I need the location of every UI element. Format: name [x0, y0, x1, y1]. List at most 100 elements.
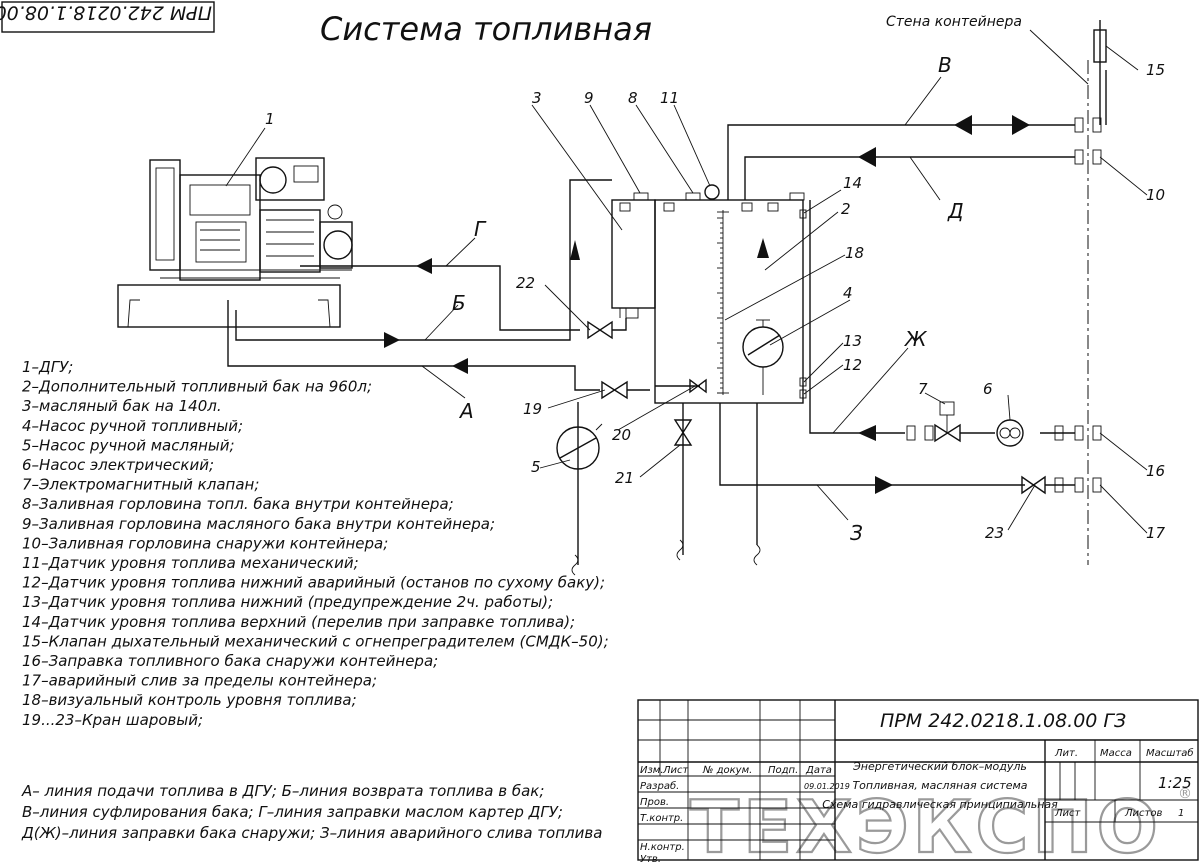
watermark: ТЕХЭКСПО [690, 785, 1162, 863]
legend-item: 15–Клапан дыхательный механический с огн… [22, 632, 609, 650]
legend-item: 2–Дополнительный топливный бак на 960л; [22, 378, 372, 396]
line-letter-d: Д [947, 199, 964, 223]
tb-row-prov: Пров. [640, 797, 669, 808]
legend-item: 14–Датчик уровня топлива верхний (перели… [22, 613, 575, 631]
oil-tank-3 [611, 199, 656, 309]
line-letter-zh: Ж [903, 327, 928, 351]
callout-6: 6 [983, 380, 993, 398]
legend-item: 7–Электромагнитный клапан; [22, 476, 259, 494]
tb-row-razrab: Разраб. [640, 780, 679, 792]
tb-col-sign: Подп. [768, 765, 798, 776]
stamp-code: ПРМ 242.0218.1.08.00 ГЗ [0, 2, 212, 24]
callout-23: 23 [985, 524, 1004, 542]
callout-4: 4 [843, 284, 853, 302]
legend-item: 16–Заправка топливного бака снаружи конт… [22, 652, 438, 670]
tb-mass: Масса [1100, 748, 1132, 759]
legend-item: 18–визуальный контроль уровня топлива; [22, 691, 357, 709]
callout-21: 21 [615, 469, 634, 487]
legend-item: 4–Насос ручной топливный; [22, 417, 243, 435]
line-letter-b: Б [452, 291, 466, 315]
tb-col-docnum: № докум. [702, 765, 752, 776]
fuel-level-sensor-11 [704, 184, 720, 200]
callout-13: 13 [843, 332, 862, 350]
callout-8: 8 [628, 89, 638, 107]
flow-arrows [384, 115, 1030, 494]
tb-doc-type: Схема гидравлическая принципиальная [822, 798, 1058, 811]
tb-row-nkontr: Н.контр. [640, 842, 685, 853]
tb-row-utv: Утв. [640, 854, 661, 863]
line-letters: А Б В Г Д Ж З [452, 53, 964, 545]
tb-system: Топливная, масляная система [852, 779, 1027, 792]
line-legend-item: А– линия подачи топлива в ДГУ; Б–линия в… [21, 782, 544, 800]
line-letter-z: З [850, 521, 863, 545]
line-legend-item: Д(Ж)–линия заправки бака снаружи; З–лини… [21, 824, 602, 842]
legend-item: 5–Насос ручной масляный; [22, 436, 235, 454]
legend-item: 11–Датчик уровня топлива механический; [22, 554, 359, 572]
drawing-title: Система топливная [320, 10, 652, 48]
solenoid-valve-7 [934, 401, 961, 443]
callout-19: 19 [523, 400, 542, 418]
legend-item: 3–масляный бак на 140л. [22, 397, 222, 415]
legend-item: 1–ДГУ; [22, 358, 73, 376]
ball-valve-19 [601, 380, 628, 400]
callout-1: 1 [265, 110, 275, 128]
ball-valve-21 [673, 419, 693, 446]
callout-2: 2 [841, 200, 851, 218]
line-legend-item: В–линия суфлирования бака; Г–линия запра… [22, 803, 563, 821]
hand-pump-4 [742, 319, 784, 395]
watermark-mark: ® [1178, 786, 1192, 802]
callout-leaders [225, 45, 1148, 534]
tb-date-value: 09.01.2019 [804, 782, 850, 791]
callout-14: 14 [843, 174, 862, 192]
tb-row-tkontr: Т.контр. [640, 813, 683, 824]
callout-16: 16 [1146, 462, 1165, 480]
callout-3: 3 [532, 89, 542, 107]
callout-15: 15 [1146, 61, 1165, 79]
line-legend: А– линия подачи топлива в ДГУ; Б–линия в… [21, 782, 602, 842]
callout-18: 18 [845, 244, 864, 262]
legend-item: 19...23–Кран шаровый; [22, 711, 203, 729]
callout-10: 10 [1146, 186, 1165, 204]
ball-valve-22 [587, 320, 613, 340]
tb-col-date: Дата [805, 765, 832, 776]
wall-leader [1029, 29, 1089, 85]
callout-7: 7 [918, 380, 928, 398]
callout-20: 20 [612, 426, 631, 444]
legend-item: 6–Насос электрический; [22, 456, 214, 474]
tank-2 [654, 199, 804, 404]
callout-17: 17 [1146, 524, 1166, 542]
line-letter-a: А [458, 399, 474, 423]
ball-valve-23 [1021, 475, 1046, 495]
tb-scale: 1:25 [1158, 774, 1192, 792]
legend-item: 10–Заливная горловина снаружи контейнера… [22, 534, 388, 552]
wall-fittings [906, 117, 1102, 493]
tb-col-list: Лист [662, 765, 690, 776]
hand-pump-5 [556, 423, 603, 470]
ball-valve-20 [689, 378, 707, 394]
legend-item: 13–Датчик уровня топлива нижний (предупр… [22, 593, 553, 611]
component-legend: 1–ДГУ; 2–Дополнительный топливный бак на … [22, 358, 609, 729]
electric-pump-6 [996, 419, 1024, 447]
callout-22: 22 [516, 274, 535, 292]
stamp-box: ПРМ 242.0218.1.08.00 ГЗ [0, 1, 215, 33]
legend-item: 8–Заливная горловина топл. бака внутри к… [22, 495, 454, 513]
wall-label: Стена контейнера [886, 14, 1022, 30]
callout-11: 11 [660, 89, 679, 107]
gauge-ticks [717, 217, 723, 394]
tb-scale-label: Масштаб [1146, 747, 1194, 759]
callout-9: 9 [584, 89, 594, 107]
legend-item: 12–Датчик уровня топлива нижний аварийны… [22, 574, 605, 592]
tb-lit: Лит. [1054, 748, 1078, 759]
callout-numbers: 1 2 3 4 5 6 7 8 9 10 11 12 13 14 15 16 1… [265, 61, 1166, 542]
tb-sheet: Лист [1054, 808, 1082, 819]
genset-dgu [117, 157, 353, 328]
line-letter-v: В [938, 53, 952, 77]
line-letter-g: Г [474, 217, 487, 241]
legend-item: 9–Заливная горловина масляного бака внут… [22, 515, 495, 533]
tb-sheets: Листов [1124, 808, 1162, 819]
tb-product: Энергетический блок–модуль [852, 760, 1027, 773]
tb-col-izm: Изм. [640, 765, 664, 776]
callout-5: 5 [531, 458, 541, 476]
tb-sheets-value: 1 [1178, 808, 1184, 819]
